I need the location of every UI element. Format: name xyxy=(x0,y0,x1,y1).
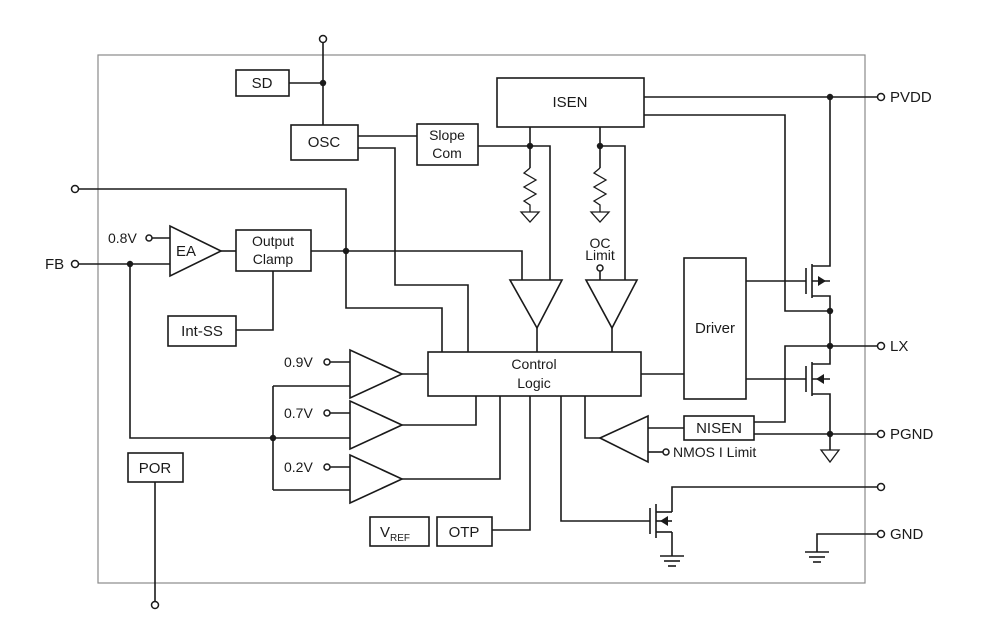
ground-symbol-pgnd xyxy=(819,449,841,464)
vref-label-main: V xyxy=(380,524,390,541)
ref-0-2v-node xyxy=(323,463,331,471)
slope-com-block xyxy=(416,123,479,166)
oc-comparator xyxy=(584,279,639,330)
nisen-block xyxy=(683,415,755,441)
control-logic-label-1: Control xyxy=(511,356,556,372)
pin-pvdd-label: PVDD xyxy=(890,89,932,106)
output-clamp-label-1: Output xyxy=(252,233,294,249)
ref-0-9v-node xyxy=(323,358,331,366)
comparator-0-9v xyxy=(349,348,404,400)
pin-lx xyxy=(876,341,886,351)
nmos-limit-label: NMOS I Limit xyxy=(673,444,756,460)
pin-fb xyxy=(70,259,80,269)
output-clamp-label-2: Clamp xyxy=(253,251,294,267)
int-ss-label: Int-SS xyxy=(181,323,223,340)
pin-pvdd xyxy=(876,92,886,102)
pin-pgnd-label: PGND xyxy=(890,426,934,443)
sense-resistor-1 xyxy=(519,167,541,223)
otp-block xyxy=(436,516,493,547)
nisen-label: NISEN xyxy=(696,420,742,437)
por-block xyxy=(127,452,184,483)
driver-block xyxy=(683,257,747,400)
nmos-limit-comparator xyxy=(598,414,649,464)
ea-amplifier xyxy=(169,224,223,278)
wires xyxy=(79,42,878,602)
slope-com-label-2: Com xyxy=(432,145,462,161)
pwm-comparator xyxy=(508,279,564,330)
ref-0-8v-node xyxy=(145,234,153,242)
sd-label: SD xyxy=(252,75,273,92)
vref-label-sub: REF xyxy=(390,533,410,544)
driver-label: Driver xyxy=(695,320,735,337)
output-clamp-block xyxy=(235,229,312,272)
pin-fb-label: FB xyxy=(45,256,64,273)
pin-gnd xyxy=(876,529,886,539)
vref-label: VREF xyxy=(380,524,410,544)
oc-limit-label-1: OC xyxy=(590,235,611,251)
sense-resistor-2 xyxy=(589,167,611,223)
ref-0-7v-label: 0.7V xyxy=(284,405,313,421)
slope-com-label-1: Slope xyxy=(429,127,465,143)
oc-limit-label-2: Limit xyxy=(585,247,615,263)
ref-0-8v-label: 0.8V xyxy=(108,230,137,246)
osc-block xyxy=(290,124,359,161)
ground-symbol-nmos xyxy=(660,532,684,567)
discharge-nmos xyxy=(649,504,672,538)
low-side-mosfet xyxy=(805,362,831,398)
pin-gnd-label: GND xyxy=(890,526,924,543)
nmos-limit-node xyxy=(662,448,670,456)
control-logic-label-2: Logic xyxy=(517,375,550,391)
ref-0-7v-node xyxy=(323,409,331,417)
otp-label: OTP xyxy=(449,524,480,541)
ground-symbol-gnd xyxy=(805,551,829,563)
int-ss-block xyxy=(167,315,237,347)
ref-0-9v-label: 0.9V xyxy=(284,354,313,370)
high-side-mosfet xyxy=(805,262,831,300)
ea-label: EA xyxy=(176,243,196,260)
oc-limit-node xyxy=(596,264,604,272)
pin-pgnd xyxy=(876,429,886,439)
isen-label: ISEN xyxy=(552,94,587,111)
osc-label: OSC xyxy=(308,134,341,151)
sd-block xyxy=(235,69,290,97)
control-logic-block xyxy=(427,351,642,397)
comparator-0-2v xyxy=(349,453,404,505)
pin-discharge xyxy=(876,482,886,492)
pin-top-osc xyxy=(318,34,328,44)
pin-por xyxy=(150,600,160,610)
por-label: POR xyxy=(139,460,172,477)
ref-0-2v-label: 0.2V xyxy=(284,459,313,475)
chip-boundary xyxy=(97,54,866,584)
pin-lx-label: LX xyxy=(890,338,908,355)
comparator-0-7v xyxy=(349,399,404,451)
vref-block xyxy=(369,516,430,547)
isen-block xyxy=(496,77,645,128)
junctions xyxy=(126,79,834,442)
pin-top-left xyxy=(70,184,80,194)
